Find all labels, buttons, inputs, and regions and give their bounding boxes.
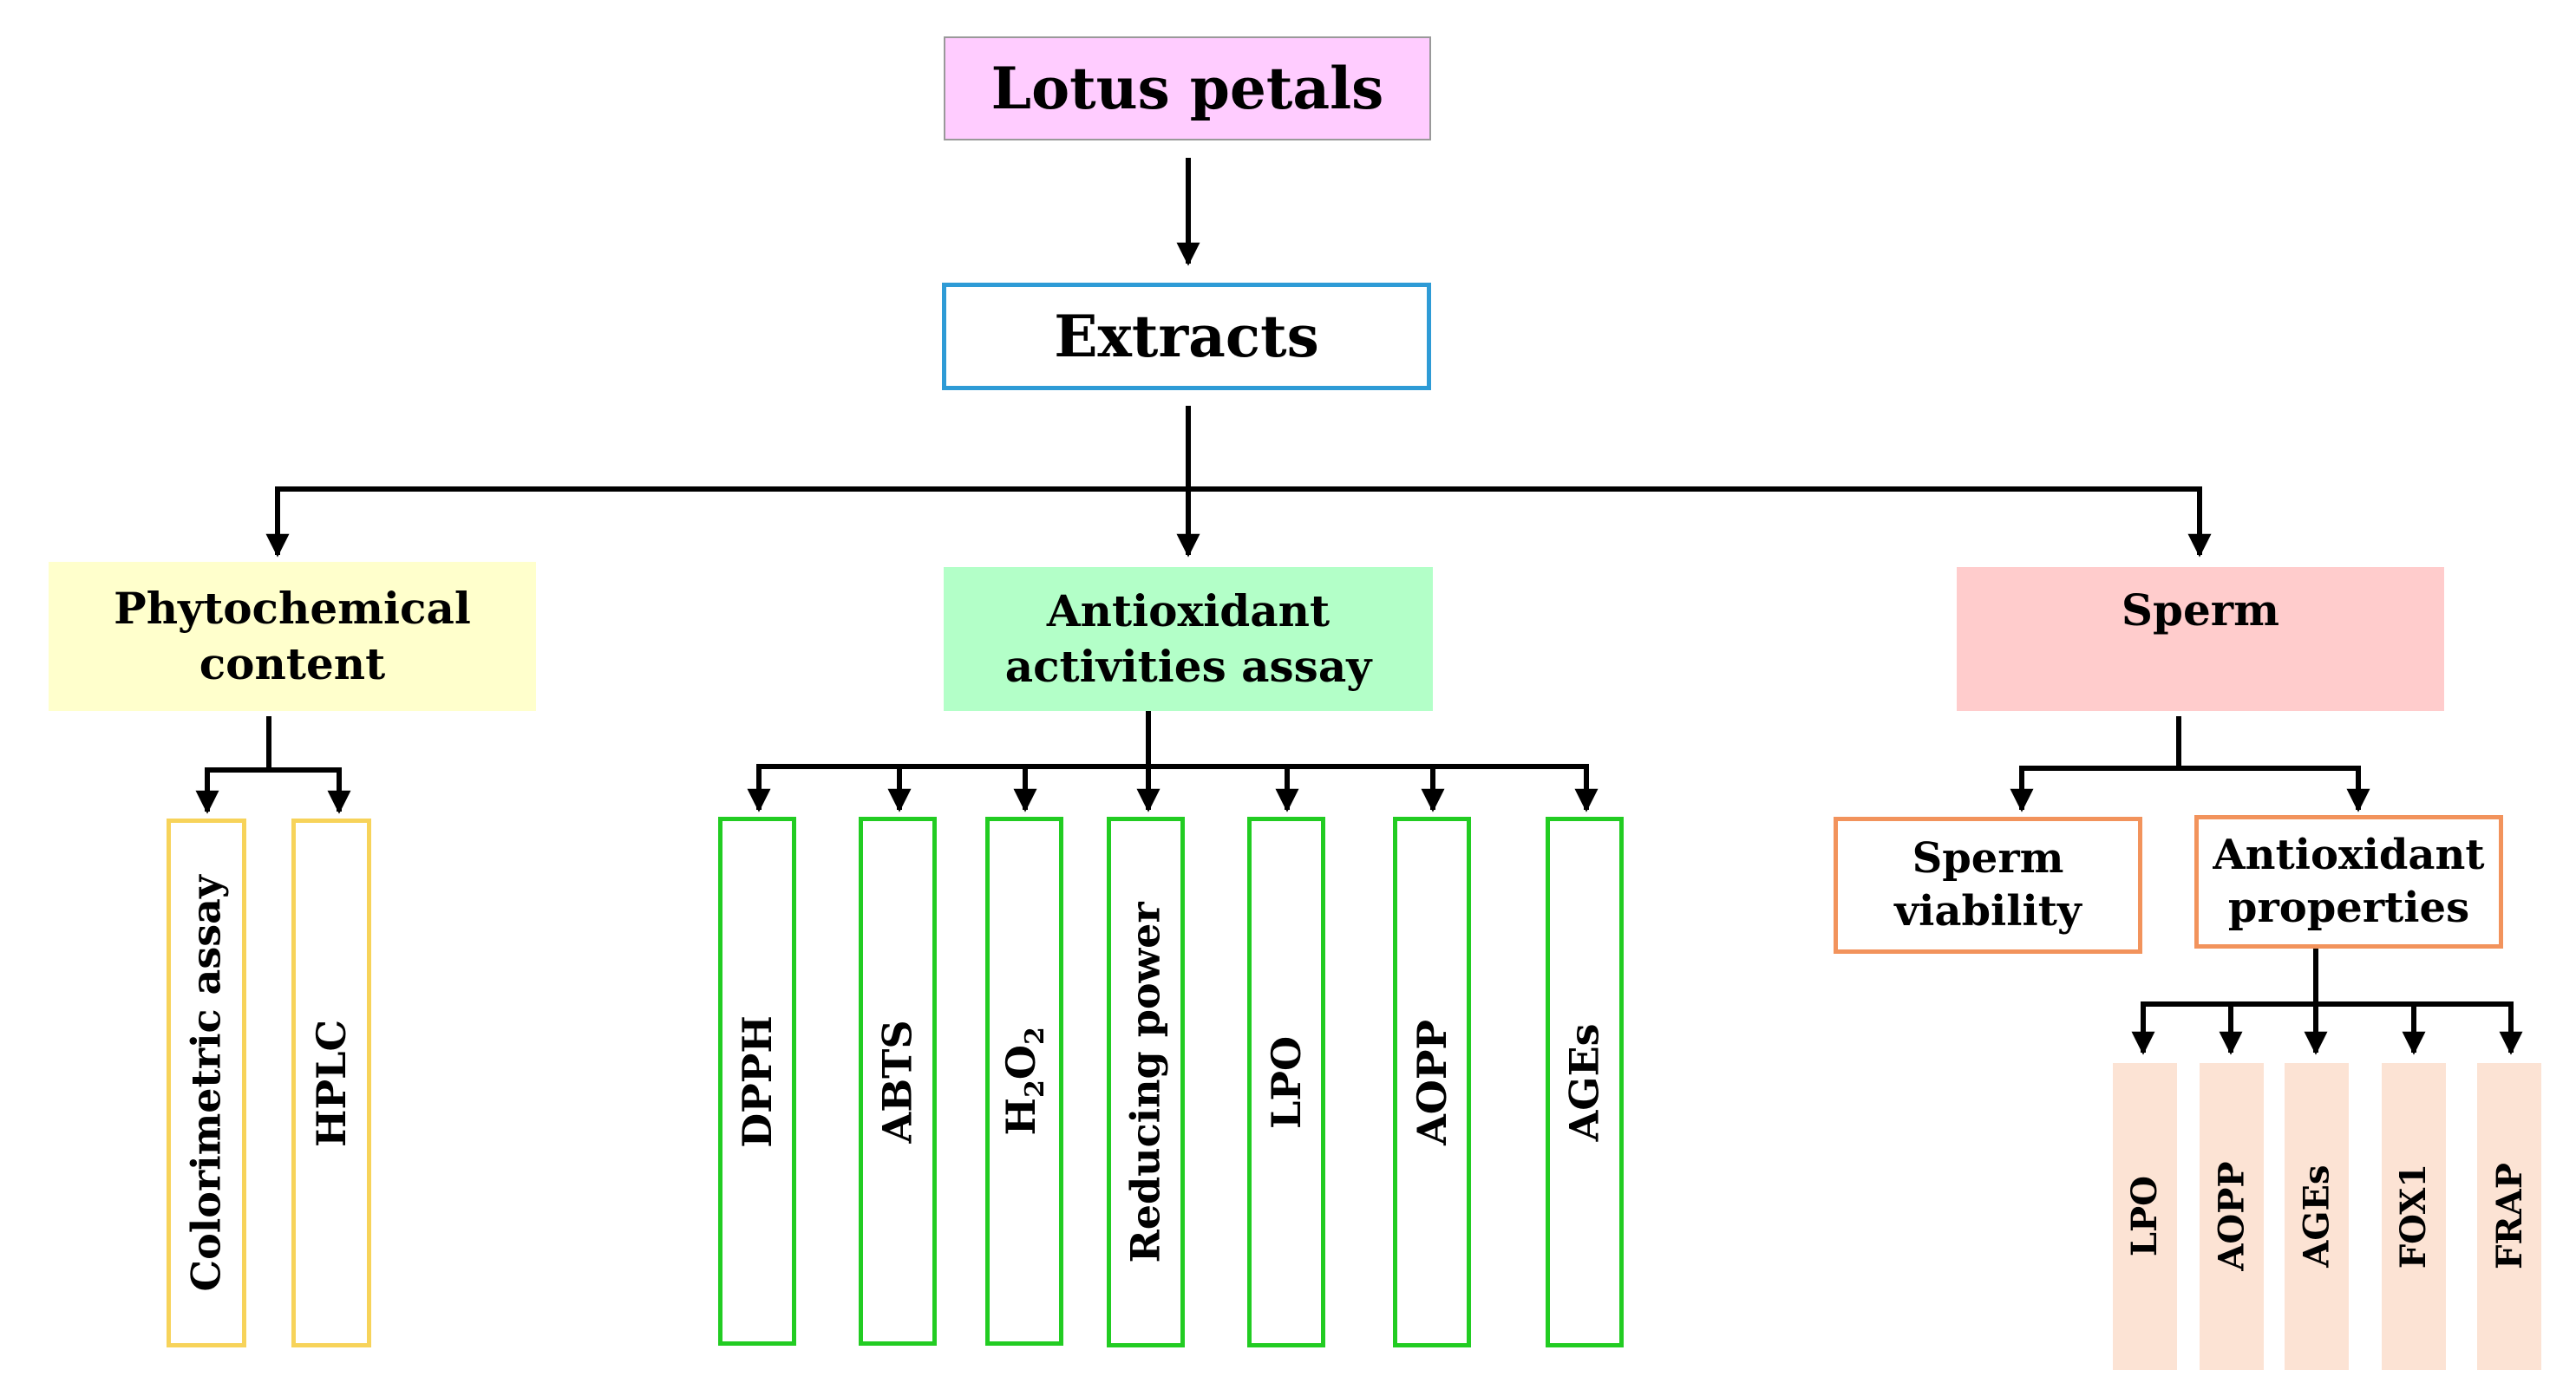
node-abts-label: ABTS xyxy=(873,1019,921,1144)
h2o2-o: O xyxy=(997,1045,1045,1080)
node-dpph-label: DPPH xyxy=(733,1014,781,1148)
node-phytochemical-content: Phytochemical content xyxy=(49,562,536,711)
node-prop-frap: FRAP xyxy=(2477,1063,2541,1370)
node-aopp-label: AOPP xyxy=(1408,1019,1455,1145)
node-prop-aopp-label: AOPP xyxy=(2211,1161,2252,1272)
node-antioxidant-assay-label: Antioxidant activities assay xyxy=(1004,585,1372,692)
node-lotus-petals: Lotus petals xyxy=(944,36,1431,140)
node-lpo: LPO xyxy=(1247,817,1325,1347)
node-h2o2-label: H2O2 xyxy=(996,1027,1053,1135)
node-prop-aopp: AOPP xyxy=(2200,1063,2264,1370)
node-hplc: HPLC xyxy=(291,819,371,1347)
node-phytochemical-label: Phytochemical content xyxy=(114,583,471,689)
node-extracts-label: Extracts xyxy=(1054,302,1319,370)
node-ages: AGEs xyxy=(1546,817,1624,1347)
node-sperm: Sperm xyxy=(1957,567,2444,711)
node-sperm-viability-label: Sperm viability xyxy=(1894,833,2082,936)
node-abts: ABTS xyxy=(859,817,937,1346)
node-lpo-label: LPO xyxy=(1262,1035,1310,1129)
h2o2-sub-1: 2 xyxy=(1020,1080,1051,1099)
node-reducing-power-label: Reducing power xyxy=(1121,901,1169,1263)
h2o2-sub-2: 2 xyxy=(1020,1027,1051,1046)
node-reducing-power: Reducing power xyxy=(1107,817,1185,1347)
node-sperm-label: Sperm xyxy=(2121,584,2280,636)
node-antioxidant-properties: Antioxidant properties xyxy=(2194,815,2503,949)
node-sperm-viability: Sperm viability xyxy=(1834,817,2142,954)
node-hplc-label: HPLC xyxy=(307,1019,355,1147)
node-colorimetric-label: Colorimetric assay xyxy=(182,874,230,1292)
node-prop-fox1: FOX1 xyxy=(2382,1063,2446,1370)
node-colorimetric-assay: Colorimetric assay xyxy=(167,819,246,1347)
node-prop-ages: AGEs xyxy=(2285,1063,2349,1370)
node-extracts: Extracts xyxy=(942,283,1431,390)
node-prop-ages-label: AGEs xyxy=(2296,1164,2337,1269)
node-h2o2: H2O2 xyxy=(985,817,1063,1346)
node-prop-frap-label: FRAP xyxy=(2488,1163,2530,1270)
node-prop-fox1-label: FOX1 xyxy=(2393,1164,2435,1269)
node-antioxidant-properties-label: Antioxidant properties xyxy=(2213,830,2485,932)
node-prop-lpo: LPO xyxy=(2113,1063,2177,1370)
node-ages-label: AGEs xyxy=(1560,1023,1608,1141)
h2o2-h: H xyxy=(997,1098,1045,1136)
node-aopp: AOPP xyxy=(1393,817,1471,1347)
node-antioxidant-activities-assay: Antioxidant activities assay xyxy=(944,567,1433,711)
node-lotus-petals-label: Lotus petals xyxy=(991,54,1384,122)
node-prop-lpo-label: LPO xyxy=(2124,1176,2166,1257)
node-dpph: DPPH xyxy=(718,817,796,1346)
